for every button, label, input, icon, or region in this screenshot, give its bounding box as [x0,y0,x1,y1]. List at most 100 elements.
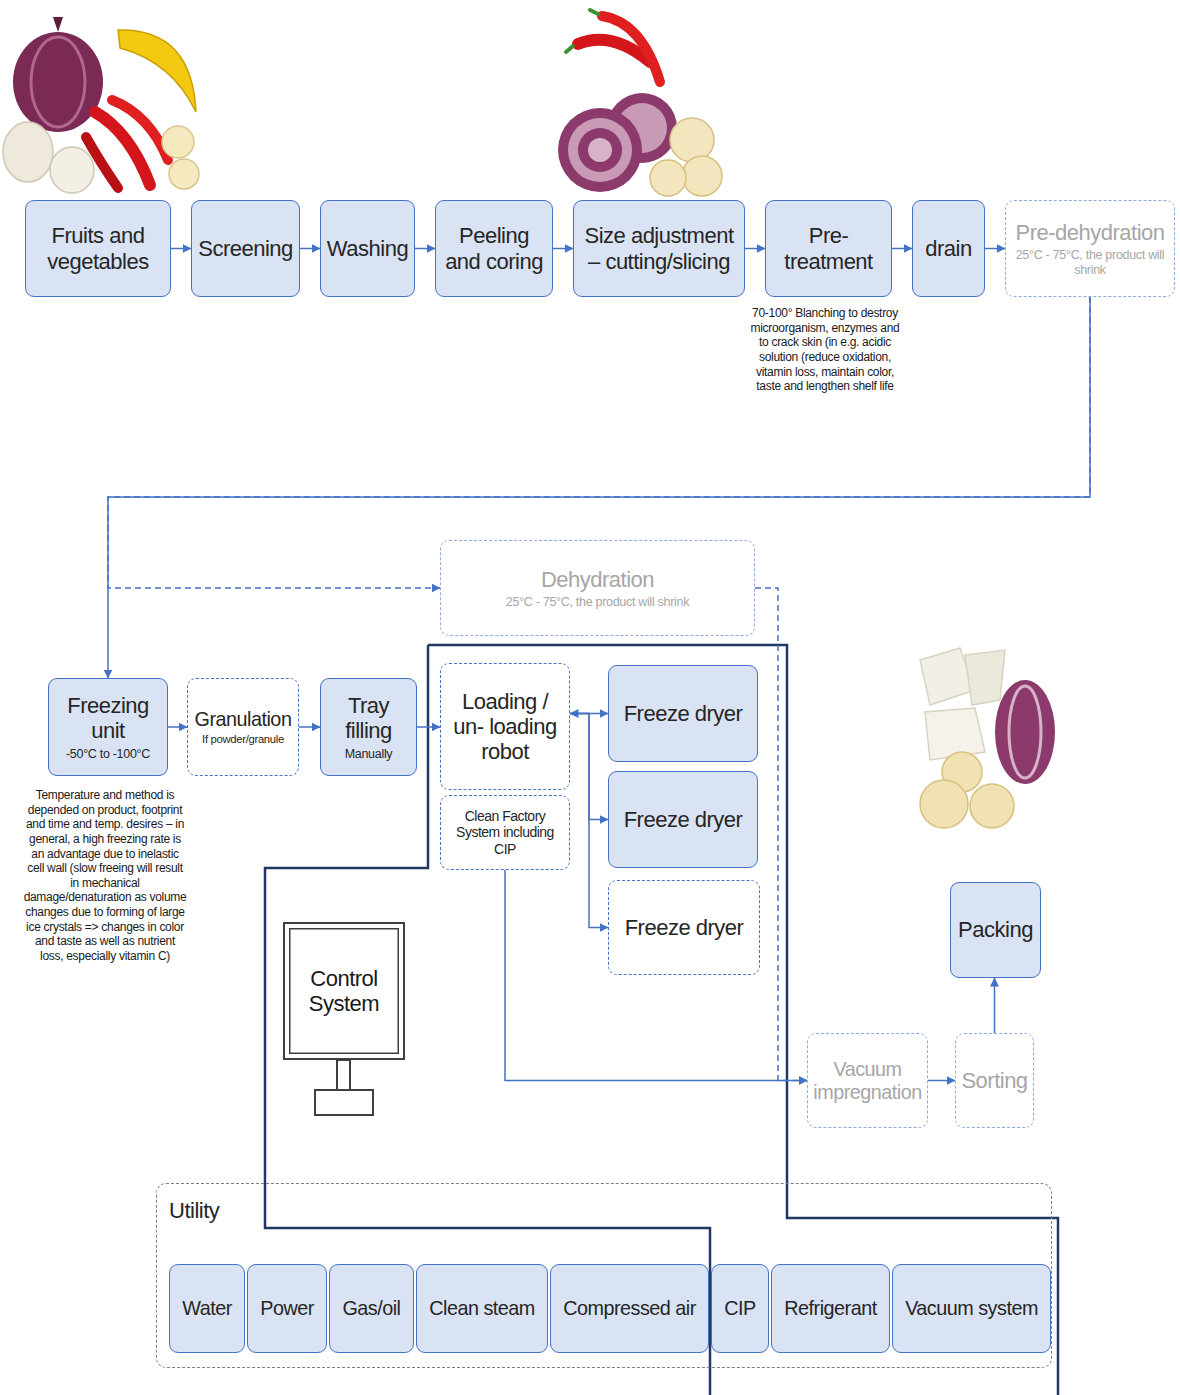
node-title: Screening [197,236,294,261]
flow-arrow [171,248,191,250]
chili-shape [112,100,168,160]
node-title: Pre-treatment [771,223,886,274]
process-box: Freezing unit-50°C to -100°C [48,678,168,776]
monitor-base [315,1090,373,1115]
node-title: Pre-dehydration [1011,220,1169,245]
flow-arrow [300,248,320,250]
flow-arrow [553,248,573,250]
process-box: Fruits and vegetables [25,200,171,297]
flow-arrow [892,248,912,250]
node-title: Water [175,1297,239,1320]
node-title: Freeze dryer [614,807,752,832]
process-box: Clean Factory System including CIP [440,795,570,870]
utility-group: UtilityWaterPowerGas/oilClean steamCompr… [156,1183,1052,1368]
chili-shape [602,16,660,82]
node-title: Freeze dryer [614,915,754,940]
garlic-shape [50,147,94,193]
process-box: Freeze dryer [608,771,758,868]
process-box: Sorting [955,1033,1034,1128]
flow-arrow [994,978,996,1033]
banana-slice [162,126,194,158]
node-title: CIP [717,1297,763,1320]
scope-boundary [265,645,1058,1395]
flow-arrow [417,726,440,728]
banana-slice [169,159,199,189]
node-title: Vacuum system [898,1297,1045,1320]
node-subtitle: 25°C - 75°C, the product will shrink [446,595,749,609]
process-box: Packing [950,882,1041,978]
node-title: Clean steam [422,1297,542,1320]
node-subtitle: 25°C - 75°C, the product will shrink [1011,248,1169,277]
onion-slice [558,108,642,192]
chili-stem [566,10,598,52]
node-title: Utility [169,1198,219,1223]
node-title: Control System [293,966,395,1017]
process-box: drain [912,200,985,297]
control-monitor: Control System [283,922,405,1060]
node-title: Granulation [193,708,293,731]
process-box: Granulation If powder/granule [187,678,299,776]
node-title: Vacuum impregnation [813,1058,922,1104]
node-title: Refrigerant [777,1297,884,1320]
utility-box: Compressed air [550,1264,709,1353]
utility-box: Water [169,1264,245,1353]
utility-box: CIP [711,1264,769,1353]
utility-box: Clean steam [416,1264,548,1353]
process-box: Vacuum impregnation [807,1033,928,1128]
banana-slice [970,784,1014,828]
onion-ring [588,138,612,162]
process-box: Freeze dryer [608,665,758,762]
process-box: Pre-treatment [765,200,892,297]
banana-slice [650,160,686,196]
onion-ring [578,128,622,172]
utility-box: Power [247,1264,327,1353]
dried-produce-picture [920,648,1055,828]
flow-arrow [755,588,807,1081]
monitor-stand [315,1060,373,1115]
onion-shape [13,32,103,132]
flow-arrow [415,248,435,250]
process-box: Size adjustment – cutting/slicing [573,200,745,297]
flow-arrow [108,297,1090,678]
banana-slice [682,156,722,196]
process-box: Washing [320,200,415,297]
onion-ring [568,118,632,182]
node-subtitle: -50°C to -100°C [54,747,162,761]
produce-picture [3,17,199,193]
node-subtitle: If powder/granule [193,733,293,746]
banana-slice [670,118,714,162]
note-text: Temperature and method is depended on pr… [22,788,188,964]
onion-tip [53,17,63,32]
flow-arrow [168,726,187,728]
node-title: Peeling and coring [441,223,547,274]
chili-shape [86,137,118,188]
monitor-neck [337,1060,350,1090]
flow-arrow [745,248,765,250]
note-text: 70-100° Blanching to destroy microorgani… [745,306,905,394]
flow-arrow [928,1080,955,1082]
onion-stripe [31,37,85,127]
node-title: Power [253,1297,321,1320]
node-title: Size adjustment – cutting/slicing [579,223,739,274]
node-title: Sorting [961,1068,1028,1093]
node-title: Loading / un- loading robot [446,689,564,765]
node-title: Freeze dryer [614,701,752,726]
node-subtitle: Manually [326,747,411,761]
process-box: Tray fillingManually [320,678,417,776]
sliced-produce-picture [558,10,722,196]
node-title: Tray filling [326,693,411,744]
utility-box: Refrigerant [771,1264,890,1353]
garlic-shape [3,122,53,182]
process-box: Screening [191,200,300,297]
onion-stripe [1009,686,1041,778]
node-title: Dehydration [446,567,749,592]
dried-chip [925,708,985,760]
node-title: Clean Factory System including CIP [446,808,564,856]
flow-arrow [985,248,1005,250]
node-title: Fruits and vegetables [31,223,165,274]
flow-arrow [505,870,807,1081]
node-title: Washing [326,236,409,261]
utility-box: Vacuum system [892,1264,1051,1353]
process-box: Peeling and coring [435,200,553,297]
